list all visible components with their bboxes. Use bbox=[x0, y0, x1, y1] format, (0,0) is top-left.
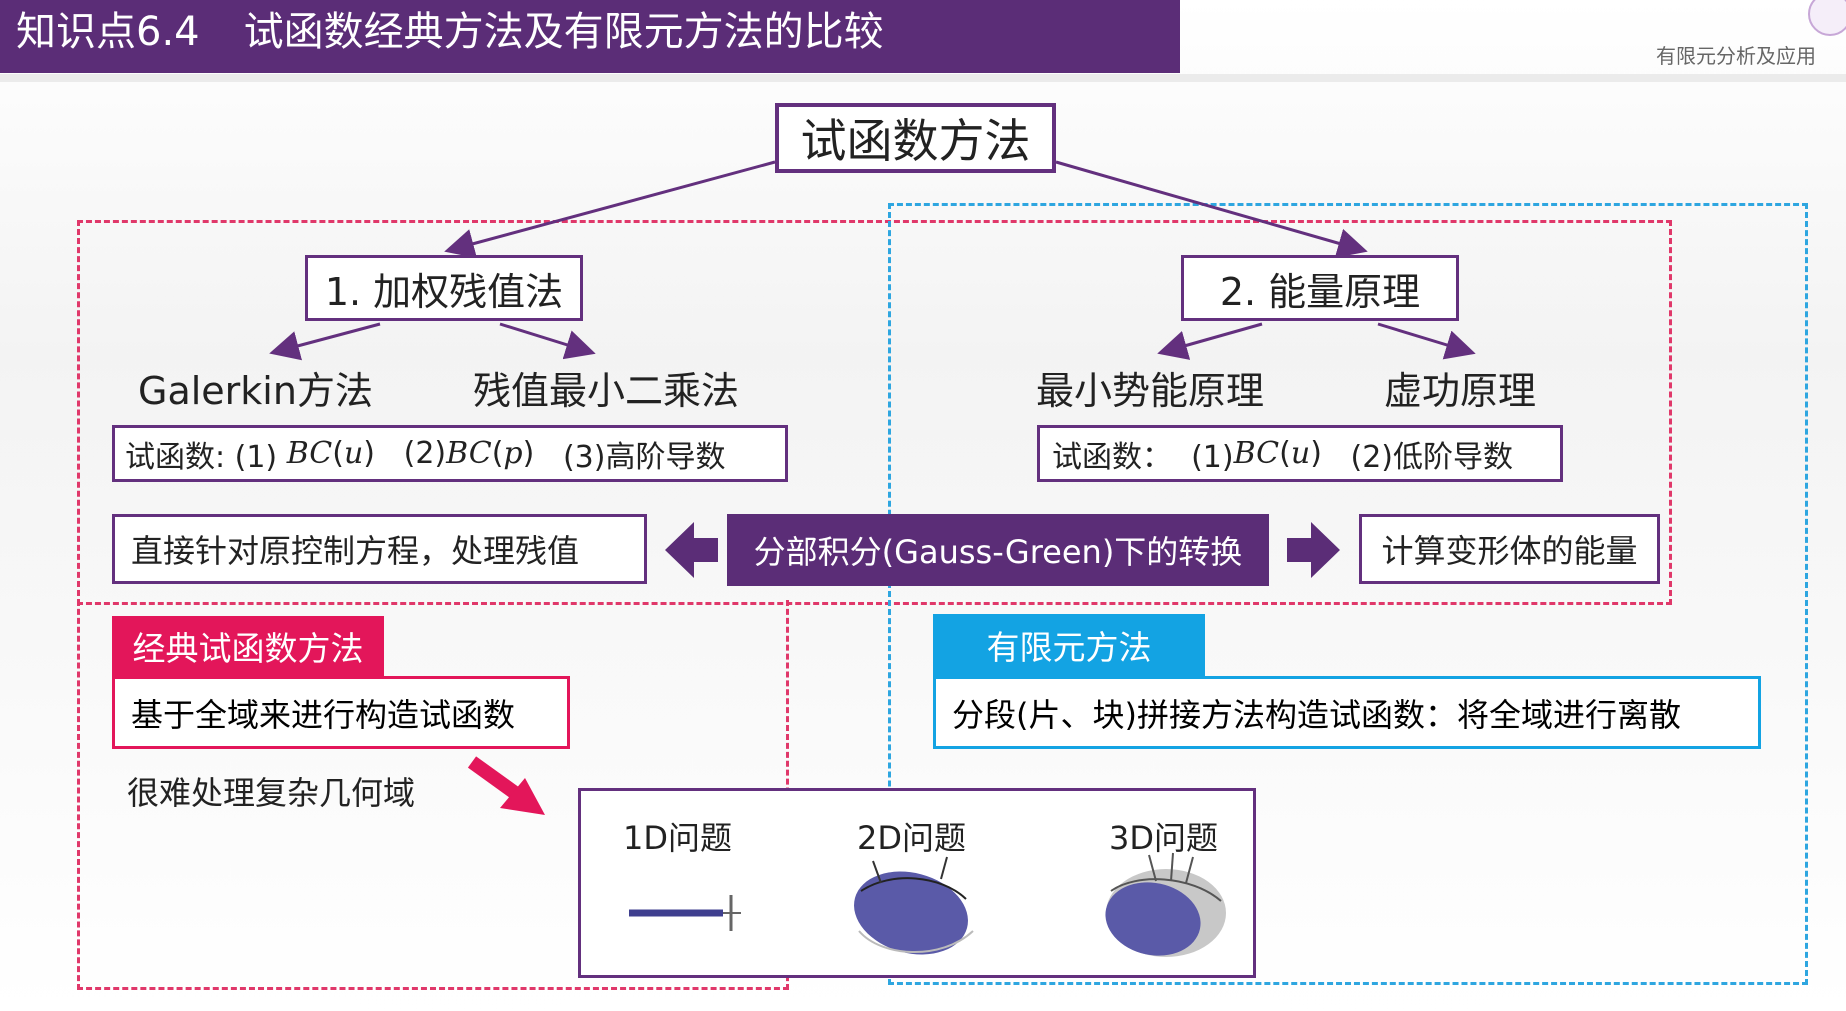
section-number: 知识点6.4 bbox=[16, 9, 200, 55]
fem-method-desc: 分段(片、块)拼接方法构造试函数：将全域进行离散 bbox=[933, 676, 1761, 749]
problem-2d-label: 2D问题 bbox=[857, 819, 967, 857]
trial-mid: (2) bbox=[375, 436, 447, 471]
pink-pointer-arrow bbox=[467, 756, 545, 815]
arrow-root-to-energy bbox=[1055, 160, 1368, 258]
trial-end: (2)低阶导数 bbox=[1321, 439, 1514, 475]
right-block-arrow bbox=[1287, 522, 1340, 578]
energy-weighted-region bbox=[77, 220, 1672, 605]
problem-3d-label: 3D问题 bbox=[1109, 819, 1219, 857]
problem-dimensions-panel: 1D问题 2D问题 3D问题 bbox=[578, 788, 1256, 978]
deformation-energy-box: 计算变形体的能量 bbox=[1359, 514, 1660, 584]
fem-method-tag: 有限元方法 bbox=[933, 614, 1205, 676]
classical-method-tag: 经典试函数方法 bbox=[112, 616, 384, 676]
arrow-to-virtual-work bbox=[1377, 322, 1476, 360]
problem-illustrations bbox=[629, 852, 1226, 957]
bc-symbol: BC bbox=[286, 436, 333, 471]
brand-text: 有限元分析及应用 bbox=[1656, 44, 1816, 68]
p-symbol: p bbox=[503, 436, 523, 471]
galerkin-label: Galerkin方法 bbox=[138, 369, 373, 413]
min-potential-label: 最小势能原理 bbox=[1036, 369, 1265, 413]
gauss-green-transform-box: 分部积分(Gauss-Green)下的转换 bbox=[727, 514, 1269, 586]
direct-residual-box: 直接针对原控制方程，处理残值 bbox=[112, 514, 647, 584]
header-bar: 知识点6.4 试函数经典方法及有限元方法的比较 bbox=[0, 0, 1180, 73]
left-block-arrow bbox=[665, 522, 718, 578]
weighted-residual-node: 1. 加权残值法 bbox=[305, 255, 583, 321]
fem-region bbox=[888, 203, 1808, 985]
university-logo-icon bbox=[1808, 0, 1846, 36]
bc-symbol: BC bbox=[1233, 436, 1280, 471]
u-symbol: u bbox=[343, 436, 364, 471]
weighted-trial-function-box: 试函数: (1) BC(u) (2)BC(p) (3)高阶导数 bbox=[112, 425, 788, 482]
virtual-work-label: 虚功原理 bbox=[1384, 369, 1537, 413]
trial-end: (3)高阶导数 bbox=[534, 439, 726, 475]
trial-prefix: 试函数： (1) bbox=[1052, 439, 1234, 475]
3d-domain-icon bbox=[1105, 852, 1226, 957]
trial-prefix: 试函数: (1) bbox=[125, 439, 287, 475]
header-divider bbox=[0, 74, 1846, 82]
arrow-root-to-weighted bbox=[444, 160, 776, 259]
page-title: 试函数经典方法及有限元方法的比较 bbox=[243, 9, 884, 55]
classical-method-desc: 基于全域来进行构造试函数 bbox=[112, 676, 570, 749]
2d-domain-icon bbox=[854, 856, 974, 955]
arrow-to-least-squares bbox=[499, 322, 596, 360]
problem-1d-label: 1D问题 bbox=[623, 819, 733, 857]
root-node: 试函数方法 bbox=[775, 103, 1056, 173]
u-symbol: u bbox=[1290, 436, 1311, 471]
complex-geometry-note: 很难处理复杂几何域 bbox=[127, 774, 416, 812]
1d-bar-icon bbox=[629, 895, 741, 931]
arrow-to-galerkin bbox=[269, 322, 381, 361]
least-squares-label: 残值最小二乘法 bbox=[473, 369, 740, 413]
bc-symbol: BC bbox=[446, 436, 492, 471]
energy-trial-function-box: 试函数： (1)BC(u) (2)低阶导数 bbox=[1037, 425, 1563, 482]
energy-principle-node: 2. 能量原理 bbox=[1181, 255, 1459, 321]
arrow-to-min-potential bbox=[1157, 322, 1263, 360]
